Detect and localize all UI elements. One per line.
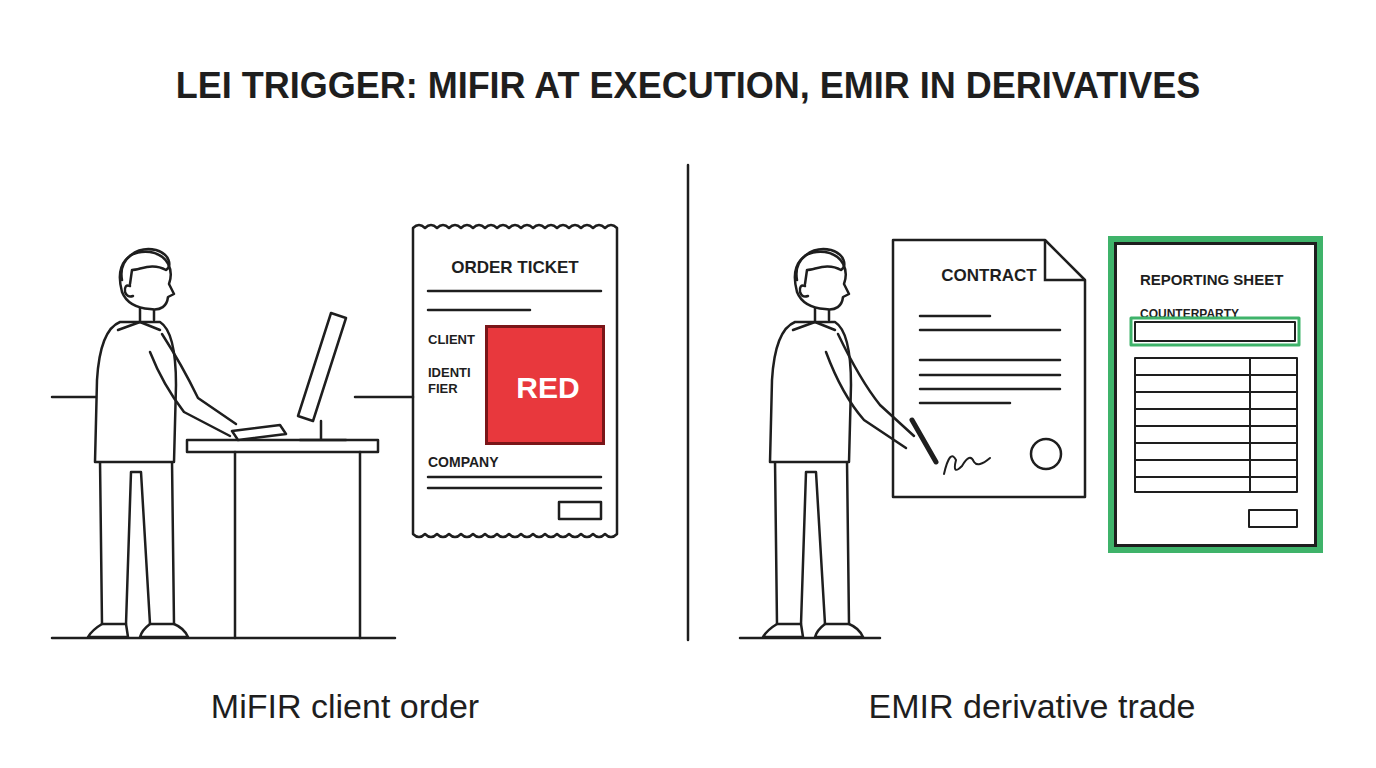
reporting-sheet: REPORTING SHEET COUNTERPARTY bbox=[1108, 236, 1323, 553]
contract-lines bbox=[920, 316, 1061, 474]
contract-border bbox=[893, 240, 1085, 497]
box-heading: CONTRACT bbox=[893, 267, 1085, 285]
ticket-lines bbox=[428, 291, 601, 519]
ticket-border bbox=[413, 225, 617, 537]
order-ticket: ORDER TICKET CLIENT IDENTI FIER COMPANY RED bbox=[413, 222, 617, 540]
flag-text: RED bbox=[488, 373, 608, 403]
field-label: COUNTERPARTY bbox=[1140, 308, 1300, 321]
page-fold bbox=[1045, 240, 1085, 280]
box-heading: REPORTING SHEET bbox=[1140, 272, 1325, 288]
contract-document: CONTRACT bbox=[893, 240, 1085, 497]
person-at-computer bbox=[52, 249, 413, 638]
field-label: CLIENT bbox=[428, 333, 483, 347]
sheet-fields bbox=[1131, 318, 1299, 527]
panel-caption: EMIR derivative trade bbox=[782, 688, 1282, 724]
field-label: COMPANY bbox=[428, 454, 578, 470]
red-flag-box: RED bbox=[485, 325, 605, 445]
panel-divider bbox=[687, 165, 690, 640]
field-label: IDENTI FIER bbox=[428, 365, 480, 397]
panel-caption: MiFIR client order bbox=[95, 688, 595, 724]
box-heading: ORDER TICKET bbox=[413, 259, 617, 277]
diagram-title: LEI TRIGGER: MIFIR AT EXECUTION, EMIR IN… bbox=[0, 67, 1376, 105]
person-signing bbox=[740, 249, 936, 638]
